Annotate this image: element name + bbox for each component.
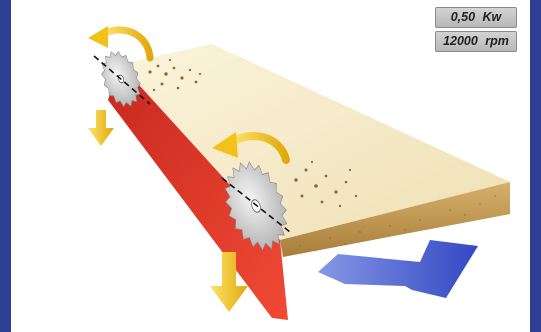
feed-arrow-icon <box>318 240 478 298</box>
speed-badge: 12000 rpm <box>435 31 517 52</box>
down-arrow-icon <box>88 110 114 146</box>
spec-badges: 0,50 Kw 12000 rpm <box>435 7 517 55</box>
power-badge: 0,50 Kw <box>435 7 517 28</box>
